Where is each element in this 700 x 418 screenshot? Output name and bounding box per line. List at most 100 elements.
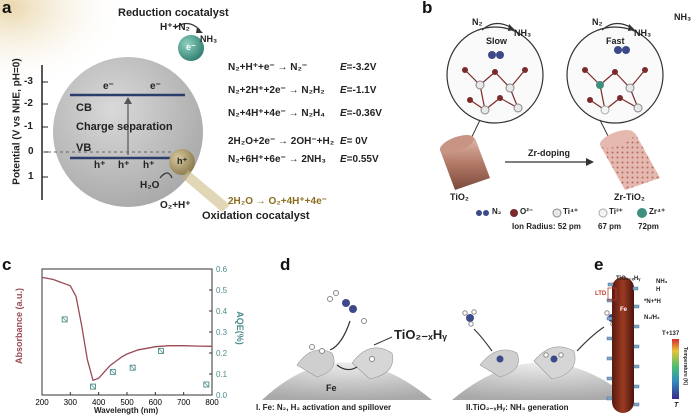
absorbance-line [41,276,213,382]
legend-ti4: Ti⁴⁺ [563,207,579,216]
y-tick-1: 1 [28,171,34,182]
tio2xhy-pointer [373,336,393,346]
reaction-e-3: E=-0.36V [340,108,382,119]
zrtio2-atoms [582,46,648,115]
panel-b-svg [439,22,664,218]
y-tick-0: 0 [28,146,34,157]
c-left-ylabel: Absorbance (a.u.) [14,288,24,365]
zr-doping-label: Zr-doping [528,148,570,158]
c-xlabel: Wavelength (nm) [94,406,159,415]
reaction-eq-2: N₂+2H⁺+2e⁻ → N₂H₂ [228,85,325,96]
legend-ti3: Ti³⁺ [609,207,623,216]
e-h-label: H [656,287,661,293]
right-tick-label: 0.1 [216,370,228,379]
nh3-right-label: NH₃ [634,28,652,38]
aqe-point-cross [158,348,164,354]
panel-c-label: c [2,255,12,274]
oxidation-beam [182,170,230,212]
c-right-ylabel: AQE(%) [235,311,245,345]
vb-hole-1: h⁺ [94,160,106,171]
legend-o2: O²⁻ [520,207,534,216]
tio2xhy-particle-left [351,347,394,380]
panel-a: a Potential (V vs NHE, pH=0) -3 -2 -1 0 … [0,0,420,230]
n2-right-label: N₂ [592,17,603,27]
aqe-point-cross [90,384,96,389]
spillover-arrow [336,364,358,371]
radius-67: 67 pm [598,222,622,231]
e-fe-label: Fe [620,307,628,313]
e-n2h2-label: N₂/H₂ [644,315,660,321]
potential-axis-label: Potential (V vs NHE, pH=0) [11,58,23,185]
nh3-left-label: NH₃ [514,28,532,38]
adsorb-arrow [329,320,351,351]
x-tick-label: 400 [92,398,106,407]
right-tick-label: 0.4 [216,307,228,316]
aqe-point [129,364,136,371]
panel-d: d [252,255,640,418]
o2h-label: O₂+H⁺ [160,200,191,211]
panel-b: b N₂ NH₃ Slow N₂ NH₃ Fast NH₃ Zr-doping … [420,0,700,235]
panel-a-svg [0,0,230,212]
aqe-point [203,381,210,388]
aqe-point [61,316,68,323]
desorb-arrow-right [576,326,605,352]
catalyst-rod [612,277,634,413]
slow-label: Slow [486,36,508,46]
x-tick-label: 800 [205,398,219,407]
radius-72: 72pm [638,222,659,231]
x-tick-label: 200 [35,398,49,407]
aqe-markers [61,316,210,390]
cb-electron-1: e⁻ [103,81,114,92]
y-tick-m3: -3 [24,76,33,87]
vb-hole-2: h⁺ [118,160,130,171]
left-support-surface [262,362,432,400]
reaction-e-1: E=-3.2V [340,62,377,73]
right-axis-ticks: 0.00.10.20.30.40.50.6 [209,265,228,400]
h2o-label: H₂O [140,180,160,191]
tio2-tube [439,134,490,190]
particle-right-1 [479,349,519,378]
reaction-e-4: E= 0V [340,136,368,147]
e-nh3-label: NH₃ [656,279,668,285]
zrtio2-tube [599,129,660,190]
n2-molecule [342,299,357,313]
rod-coating [606,282,640,407]
panel-e-label: e [594,255,604,274]
oxidation-arrow [159,172,173,179]
legend-n2: N₂ [492,207,502,216]
reduction-cocatalyst-ball [178,35,204,61]
legend-atoms [476,208,647,218]
reaction-eq-3: N₂+4H⁺+4e⁻ → N₂H₄ [228,108,326,119]
x-tick-label: 600 [149,398,163,407]
panel-a-label: a [2,0,12,17]
y-tick-m2: -2 [24,98,33,109]
n2-left-label: N₂ [472,17,483,27]
fast-label: Fast [606,36,625,46]
aqe-point-cross [62,317,67,322]
e-temp-label: Temperature (K) [682,346,688,386]
reaction-e-5: E=0.55V [340,154,379,165]
e-ltd-label: LTD [595,291,607,297]
temperature-colorbar [672,339,679,399]
x-tick-label: 700 [177,398,191,407]
tio2-atoms [462,51,528,115]
h-atoms [309,290,375,362]
vb-hole-3: h⁺ [143,160,155,171]
y-tick-m1: -1 [24,121,33,132]
fe-particle-left [296,349,335,378]
chart-frame [41,268,213,396]
x-tick-label: 300 [64,398,78,407]
nh3-top: NH₃ [200,34,218,44]
cb-label: CB [76,102,92,114]
right-tick-label: 0.6 [216,265,228,274]
aqe-point-cross [130,365,135,370]
right-tick-label: 0.5 [216,286,228,295]
caption-right: II.TiO₂₋ₓHᵧ: NH₃ generation [466,403,569,412]
right-tick-label: 0.3 [216,328,228,337]
aqe-point-cross [204,382,209,387]
e-tio2xhy-label: TiO₂₋ₓHᵧ [616,276,641,282]
vb-label: VB [76,142,92,154]
oxidation-cocatalyst-title: Oxidation cocatalyst [202,210,310,222]
aqe-point [109,368,116,375]
